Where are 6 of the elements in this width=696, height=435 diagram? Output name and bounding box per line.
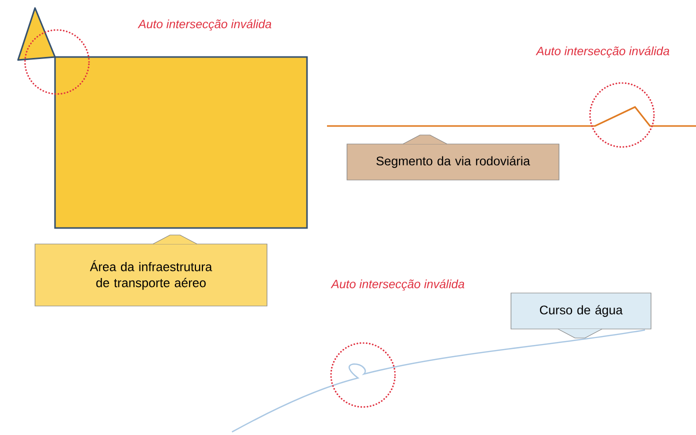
warning-label: Auto intersecção inválida xyxy=(330,279,464,291)
warning-label: Auto intersecção inválida xyxy=(536,46,670,58)
callout-box: Curso de água xyxy=(510,292,652,338)
callout-box: Área da infraestrutura de transporte aéreo xyxy=(34,234,268,306)
callout-box: Segmento da via rodoviária xyxy=(346,134,560,180)
warning-label: Auto intersecção inválida xyxy=(138,19,272,31)
